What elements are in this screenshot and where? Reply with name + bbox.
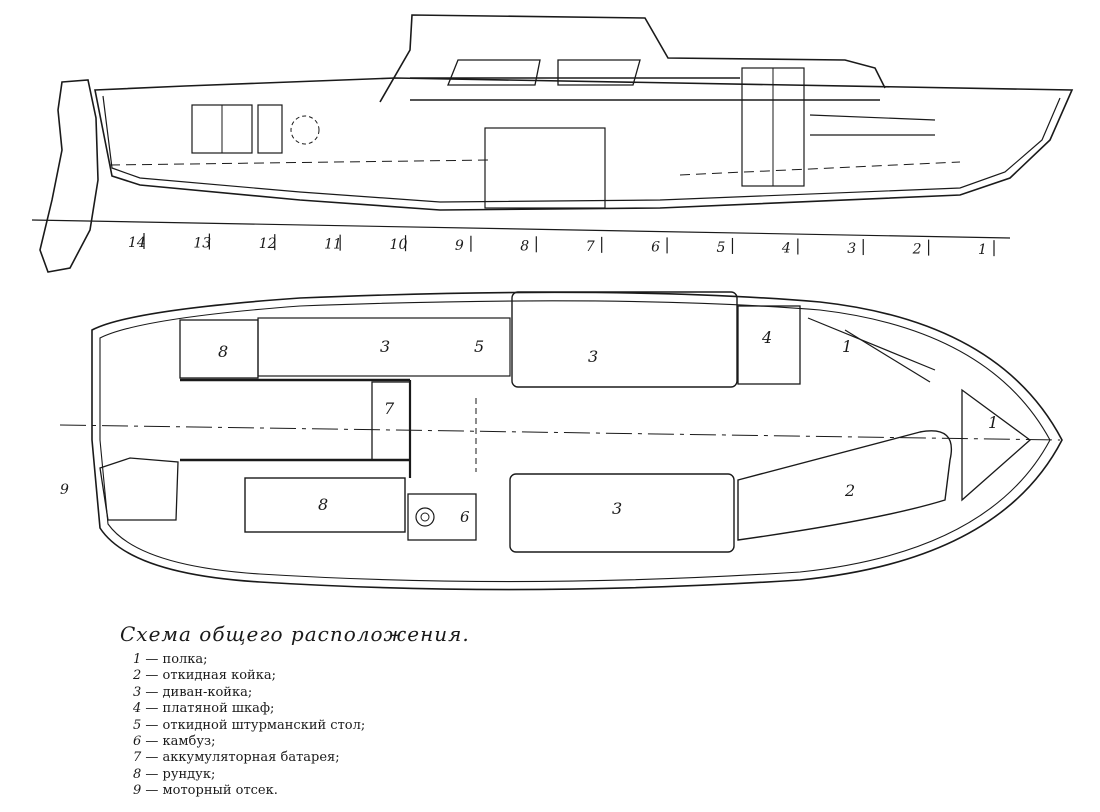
label-galley: 6 bbox=[460, 508, 470, 526]
burner-icon bbox=[415, 507, 435, 527]
legend-item: 6 — камбуз; bbox=[133, 734, 216, 750]
legend-text: моторный отсек. bbox=[162, 783, 278, 799]
label-berth: 2 bbox=[844, 481, 855, 500]
legend-number: 5 bbox=[133, 717, 142, 733]
legend-text: полка; bbox=[162, 652, 208, 667]
label-battery: 7 bbox=[384, 399, 395, 418]
wardrobe-plan bbox=[737, 305, 801, 385]
bow-shelf bbox=[961, 388, 1032, 502]
frame-number: 12 bbox=[259, 236, 277, 252]
centerline bbox=[59, 424, 1061, 441]
hull-inner-line bbox=[102, 95, 1061, 203]
settee-dotted-lower bbox=[509, 473, 735, 553]
table-block bbox=[484, 127, 606, 209]
baseline bbox=[31, 219, 1011, 239]
legend-text: платяной шкаф; bbox=[162, 701, 275, 717]
frame-number: 7 bbox=[586, 239, 595, 255]
label-engine: 9 bbox=[60, 482, 69, 498]
galley-plan bbox=[407, 493, 477, 541]
battery-box bbox=[371, 381, 411, 461]
legend-item: 9 — моторный отсек. bbox=[133, 783, 278, 799]
berth-line bbox=[809, 114, 936, 121]
legend-number: 1 bbox=[133, 652, 142, 667]
galley-cabinet bbox=[257, 104, 283, 154]
label-divan-top: 3 bbox=[588, 347, 598, 366]
frame-number: 10 bbox=[390, 237, 408, 253]
settee-upper bbox=[257, 317, 511, 377]
legend-item: 5 — откидной штурманский стол; bbox=[133, 717, 366, 733]
legend-number: 9 bbox=[133, 783, 142, 799]
stove-icon bbox=[290, 115, 320, 145]
label-rundu-aft: 8 bbox=[218, 342, 228, 361]
legend-number: 6 bbox=[133, 734, 142, 750]
label-table: 5 bbox=[474, 337, 484, 356]
legend-item: 8 — рундук; bbox=[133, 766, 216, 782]
pilot-berth bbox=[737, 430, 952, 541]
frame-number: 2 bbox=[912, 242, 922, 258]
legend-item: 4 — платяной шкаф; bbox=[133, 701, 275, 717]
diagram-caption: Схема общего расположения. bbox=[120, 622, 470, 646]
legend-item: 1 — полка; bbox=[133, 652, 208, 667]
label-divan-left: 3 bbox=[380, 337, 390, 356]
legend-text: рундук; bbox=[162, 766, 216, 782]
legend-text: камбуз; bbox=[162, 734, 216, 750]
label-divan-bottom: 3 bbox=[612, 499, 622, 518]
legend-number: 7 bbox=[133, 750, 142, 766]
cabin-top bbox=[379, 14, 886, 103]
frame-number: 9 bbox=[455, 238, 464, 254]
legend-number: 3 bbox=[133, 684, 142, 700]
legend-text: откидной штурманский стол; bbox=[162, 717, 366, 733]
frame-number: 8 bbox=[520, 238, 529, 254]
floor-line bbox=[109, 159, 491, 166]
legend-text: диван-койка; bbox=[162, 684, 253, 700]
legend-list: 1 — полка;2 — откидная койка;3 — диван-к… bbox=[133, 652, 365, 800]
frame-number: 5 bbox=[716, 240, 725, 256]
frame-numbers: 14 13 12 11 10 9 8 7 6 5 4 3 2 1 bbox=[128, 233, 995, 258]
frame-number: 14 bbox=[128, 235, 146, 251]
frame-number: 4 bbox=[781, 241, 791, 257]
legend-item: 3 — диван-койка; bbox=[133, 684, 253, 700]
settee-dotted-upper bbox=[511, 291, 738, 388]
locker-lower bbox=[244, 477, 406, 533]
hull-profile bbox=[94, 77, 1074, 211]
frame-number: 3 bbox=[847, 241, 856, 257]
hull-plan-inner bbox=[99, 300, 1051, 583]
plan-view: 8 3 5 3 4 1 1 7 2 9 8 6 3 bbox=[59, 291, 1063, 591]
porthole bbox=[557, 59, 641, 86]
rudder bbox=[39, 79, 99, 273]
engine-bay bbox=[99, 457, 179, 521]
legend-number: 4 bbox=[133, 701, 142, 717]
frame-number: 13 bbox=[193, 236, 211, 252]
floor-line bbox=[679, 161, 961, 176]
legend-item: 7 — аккумуляторная батарея; bbox=[133, 750, 340, 766]
label-shelf-right: 1 bbox=[842, 337, 852, 356]
legend-text: аккумуляторная батарея; bbox=[162, 750, 340, 766]
frame-number: 6 bbox=[651, 239, 660, 255]
label-rundu-lower: 8 bbox=[318, 495, 328, 514]
legend-number: 8 bbox=[133, 766, 142, 782]
frame-number: 11 bbox=[324, 237, 342, 253]
label-wardrobe: 4 bbox=[761, 328, 772, 347]
label-shelf-bow: 1 bbox=[988, 413, 998, 432]
hull-plan bbox=[91, 291, 1063, 591]
legend-text: откидная койка; bbox=[162, 668, 276, 684]
side-profile: 14 13 12 11 10 9 8 7 6 5 4 3 2 1 bbox=[31, 14, 1074, 273]
frame-number: 1 bbox=[978, 242, 987, 258]
legend-item: 2 — откидная койка; bbox=[133, 668, 276, 684]
porthole bbox=[447, 59, 541, 86]
legend-number: 2 bbox=[133, 668, 142, 684]
